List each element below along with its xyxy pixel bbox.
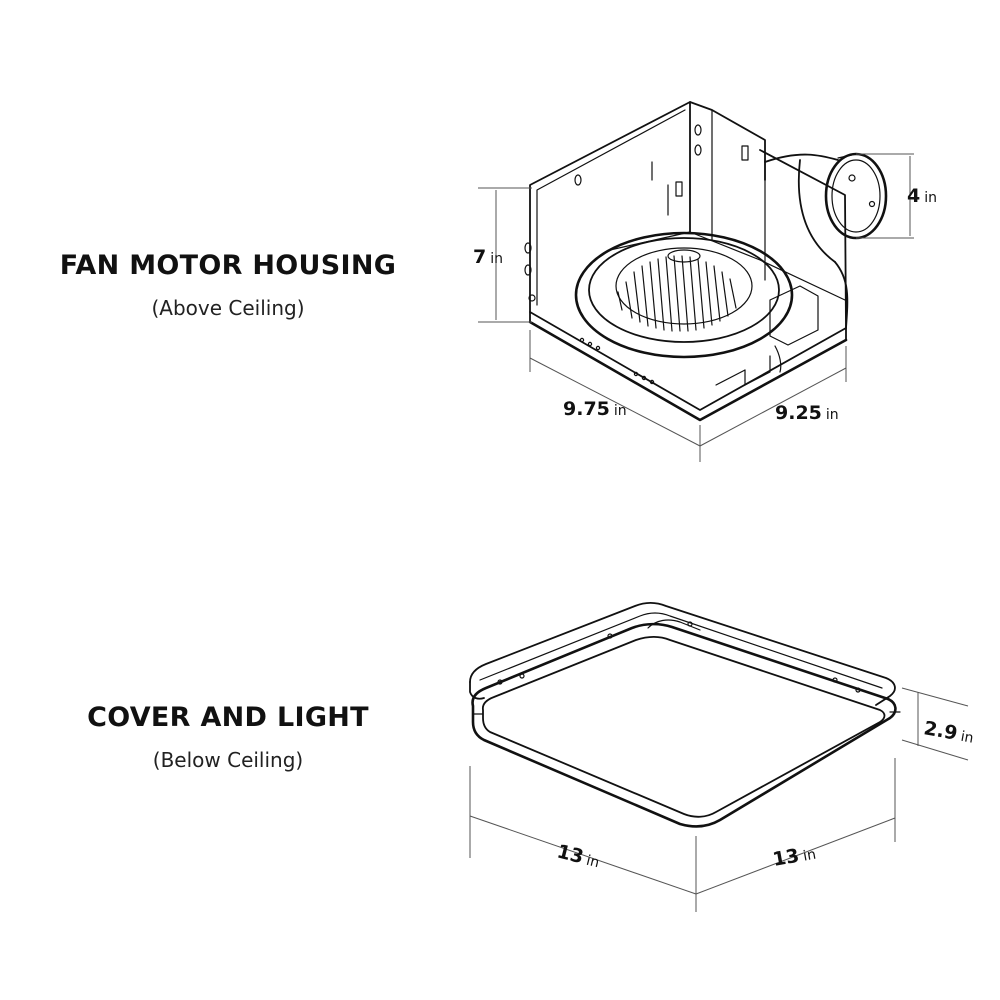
- cover-dimension-lines: [469, 687, 969, 912]
- cover-width-label: 13in: [771, 842, 817, 871]
- cover-depth-label: 2.9in: [922, 717, 975, 747]
- cover-light-subtitle: (Below Ceiling): [152, 748, 304, 772]
- cover-length-label: 13in: [555, 841, 602, 873]
- cover-light-drawing: [469, 602, 901, 828]
- cover-light-title: COVER AND LIGHT: [87, 702, 369, 733]
- fan-housing-subtitle: (Above Ceiling): [151, 296, 305, 320]
- fan-housing-drawing: [524, 101, 888, 422]
- fan-dimension-lines: [478, 153, 914, 462]
- fan-housing-title: FAN MOTOR HOUSING: [59, 250, 397, 281]
